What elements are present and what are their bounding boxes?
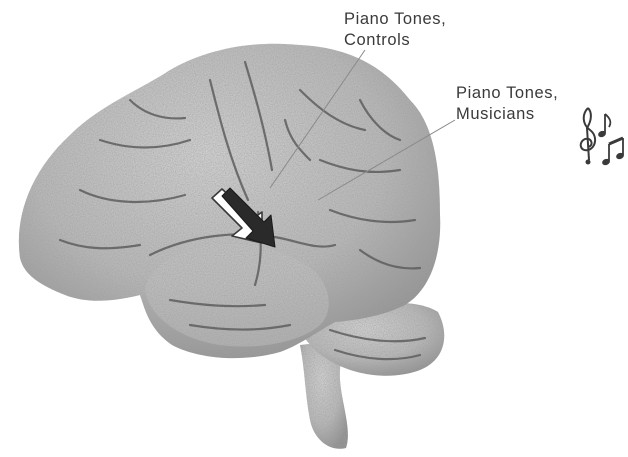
music-notes-icon	[576, 100, 628, 170]
label-piano-tones-musicians: Piano Tones, Musicians	[456, 83, 558, 125]
label-musicians-line1: Piano Tones,	[456, 83, 558, 104]
label-controls-line1: Piano Tones,	[344, 9, 446, 30]
label-controls-line2: Controls	[344, 30, 446, 51]
label-piano-tones-controls: Piano Tones, Controls	[344, 9, 446, 51]
label-musicians-line2: Musicians	[456, 104, 558, 125]
